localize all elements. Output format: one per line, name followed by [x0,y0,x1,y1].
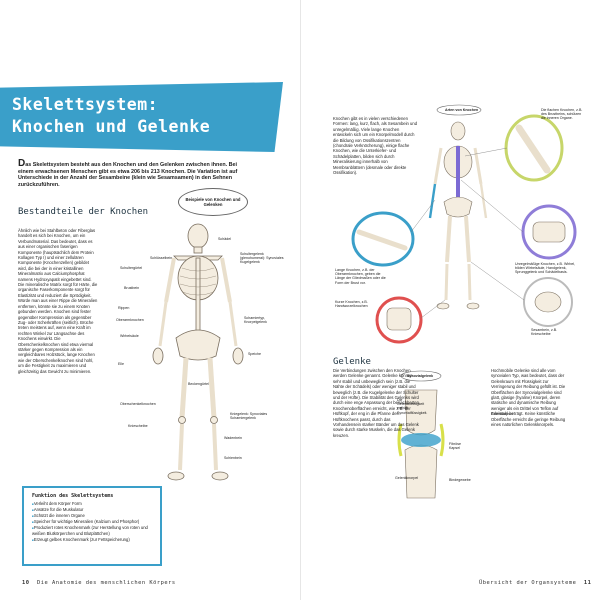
function-item: Verleiht dem Körper Form [32,501,160,507]
intro-text: as Skelettsystem besteht aus den Knochen… [18,162,238,189]
label-short-bones: Kurze Knochen, z.B. Handwurzelknochen [335,300,368,309]
label-speiche: Speiche [248,352,261,356]
label-flat-bones: Die flachen Knochen, z.B. des Brustbeins… [541,108,583,121]
right-page: Knochen gibt es in vielen verschiedenen … [300,0,600,600]
page-number-right: 11 [583,580,592,586]
page-number-left: 10 [22,580,30,586]
footer-title-left: Die Anatomie des menschlichen Körpers [37,580,176,586]
function-box-heading: Funktion des Skelettsystems [32,493,114,499]
function-item: Produziert rotes Knochenmark (zur Herste… [32,525,160,536]
bone-types-illustration [351,104,577,499]
knochen-types-text: Knochen gibt es in vielen verschiedenen … [333,116,418,176]
label-wirbelsaeule: Wirbelsäule [120,334,139,338]
right-footer: Übersicht der Organsysteme 11 [479,580,591,586]
dropcap: D [18,158,26,169]
label-schienbein: Schienbein [224,456,242,460]
label-oberarm: Oberarmknochen [116,318,144,322]
label-fluessig: Die Gelenkflüssigkeit enthält Synovialfl… [397,398,428,415]
label-sesam-bone: Sesambein, z.B. Kniescheibe [531,328,558,337]
section-heading-gelenke: Gelenke [333,357,371,367]
label-schultergelenk: Schultergelenk (glenohumeral): Synoviale… [240,252,284,265]
left-footer: 10 Die Anatomie des menschlichen Körpers [22,580,176,586]
gelenke-text-2: Hochmobile Gelenke sind alle vom synovia… [491,368,566,428]
label-wadenbein: Wadenbein [224,436,243,440]
title-banner [0,82,283,152]
title-line-1: Skelettsystem: [12,95,159,114]
label-rippen: Rippen [118,306,130,310]
label-long-bones: Lange Knochen, z.B. der Oberarmknochen, … [335,268,386,285]
section-text-bestandteile: Ähnlich wie bei Stahlbeton oder Fibergla… [18,228,98,374]
label-schluesselbein: Schlüsselbein [150,256,173,260]
label-knie: Kniescheibe [128,424,148,428]
function-item: Erzeugt gelbes Knochenmark (zur Fettspei… [32,537,160,543]
left-page: Skelettsystem: Knochen und Gelenke Das S… [0,0,300,600]
label-kniegelenk: Kniegelenk: Synoviales Scharniergelenk [230,412,268,421]
function-item: Schützt die inneren Organe [32,513,160,519]
gelenke-text: Die Verbindungen zwischen den Knochen we… [333,368,419,438]
label-scharnier: Scharniertyp, Knorpelgelenk [244,316,267,325]
label-irregular-bones: Unregelmäßige Knochen, z.B. Wirbel, bild… [515,262,576,275]
label-schaedel: Schädel [218,237,231,241]
function-item: Speicher für wichtige Mineralien (Kalziu… [32,519,160,525]
function-item: Ansätze für die Muskulatur [32,507,160,513]
section-heading-bestandteile: Bestandteile der Knochen [18,207,149,217]
label-becken: Beckengürtel [188,382,209,386]
function-box: Funktion des Skelettsystems Verleiht dem… [22,486,162,566]
label-oberschenkel: Oberschenkelknochen [120,402,156,406]
label-knorpel: Gelenkknorpel [395,476,419,480]
label-bindegewebe: Bindegewebe [449,478,471,482]
function-list: Verleiht dem Körper Form Ansätze für die… [24,501,160,543]
footer-title-right: Übersicht der Organsysteme [479,580,577,586]
intro-paragraph: Das Skelettsystem besteht aus den Knoche… [18,158,240,189]
label-gelenkkapsel: Gelenkkapsel [491,412,513,416]
label-elle: Elle [118,362,124,366]
examples-bubble: Beispiele von Knochen und Gelenken [178,188,248,216]
skeleton-illustration [152,223,244,481]
label-brustbein: Brustbein [124,286,140,290]
label-fibroes: Fibröse Kapsel [449,442,461,451]
synovial-bubble: Synovialgelenk [407,374,434,378]
label-arten: Arten von Knochen [445,108,479,112]
label-schultergürtel: Schultergürtel [120,266,143,270]
page-title: Skelettsystem: Knochen und Gelenke [12,94,210,138]
title-line-2: Knochen und Gelenke [12,117,211,136]
